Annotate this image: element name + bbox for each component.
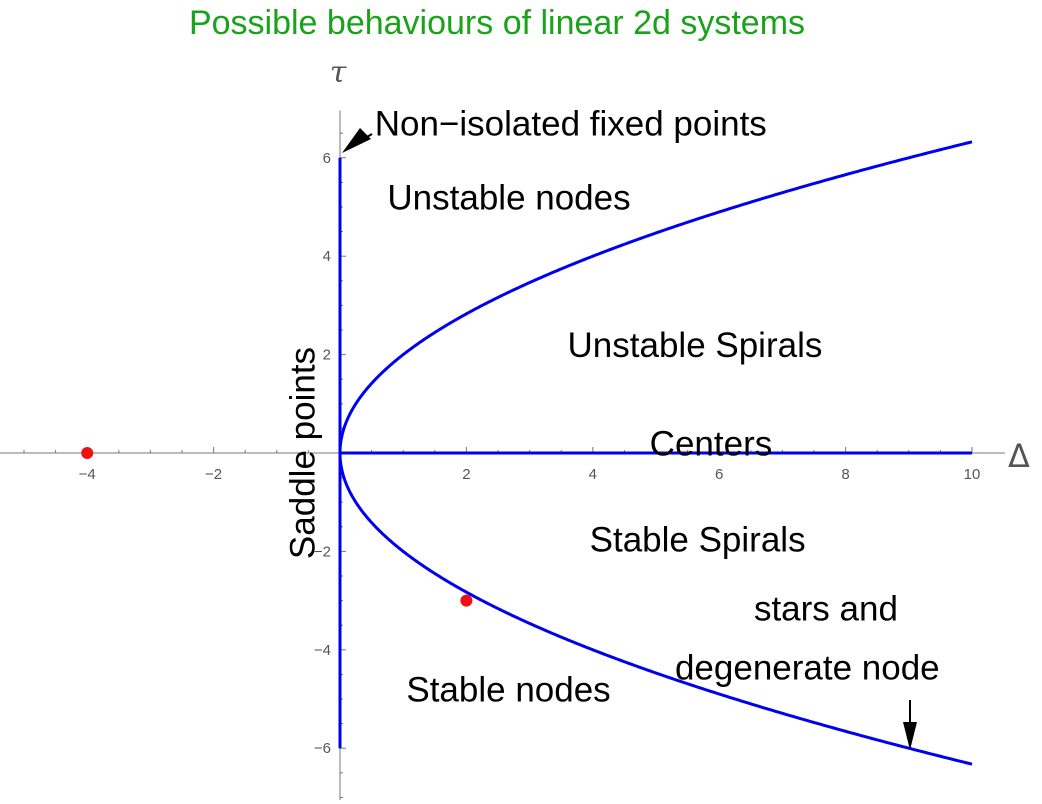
region-label-stable-nodes: Stable nodes bbox=[406, 670, 610, 709]
region-label-centers: Centers bbox=[650, 424, 773, 463]
arrow-group bbox=[342, 128, 917, 750]
curve-group bbox=[338, 140, 973, 766]
y-tick-label: −2 bbox=[314, 543, 331, 560]
x-tick-label: −2 bbox=[205, 466, 222, 483]
x-tick-label: 8 bbox=[841, 466, 849, 483]
x-tick-label: 2 bbox=[462, 466, 470, 483]
arrow-degenerate-head bbox=[903, 722, 917, 750]
y-tick-label: 2 bbox=[323, 347, 331, 364]
y-tick-label: −6 bbox=[314, 740, 331, 757]
region-label-stars-line1: stars and bbox=[754, 589, 898, 628]
point-group bbox=[81, 447, 473, 607]
y-axis-label: τ bbox=[330, 55, 347, 90]
region-label-stable-spirals: Stable Spirals bbox=[590, 520, 806, 559]
x-tick-label: 10 bbox=[964, 466, 981, 483]
chart-title: Possible behaviours of linear 2d systems bbox=[189, 4, 805, 42]
region-label-non-isolated: Non−isolated fixed points bbox=[375, 105, 767, 144]
upper-parabola bbox=[338, 140, 973, 453]
red-point bbox=[460, 594, 473, 607]
red-point bbox=[81, 447, 94, 459]
region-label-stars-line2: degenerate node bbox=[675, 648, 940, 687]
y-tick-label: −4 bbox=[314, 642, 331, 659]
x-tick-label: 6 bbox=[715, 466, 723, 483]
x-tick-label: −4 bbox=[79, 466, 96, 483]
y-tick-label: 4 bbox=[323, 248, 331, 265]
region-label-unstable-spirals: Unstable Spirals bbox=[568, 326, 823, 365]
region-label-unstable-nodes: Unstable nodes bbox=[387, 178, 630, 217]
arrow-non-isolated-head bbox=[342, 128, 371, 153]
region-label-saddle-points: Saddle points bbox=[284, 347, 323, 559]
lower-parabola bbox=[338, 453, 973, 766]
x-tick-label: 4 bbox=[589, 466, 597, 483]
y-tick-label: 6 bbox=[323, 150, 331, 167]
x-axis-label: Δ bbox=[1008, 437, 1030, 475]
